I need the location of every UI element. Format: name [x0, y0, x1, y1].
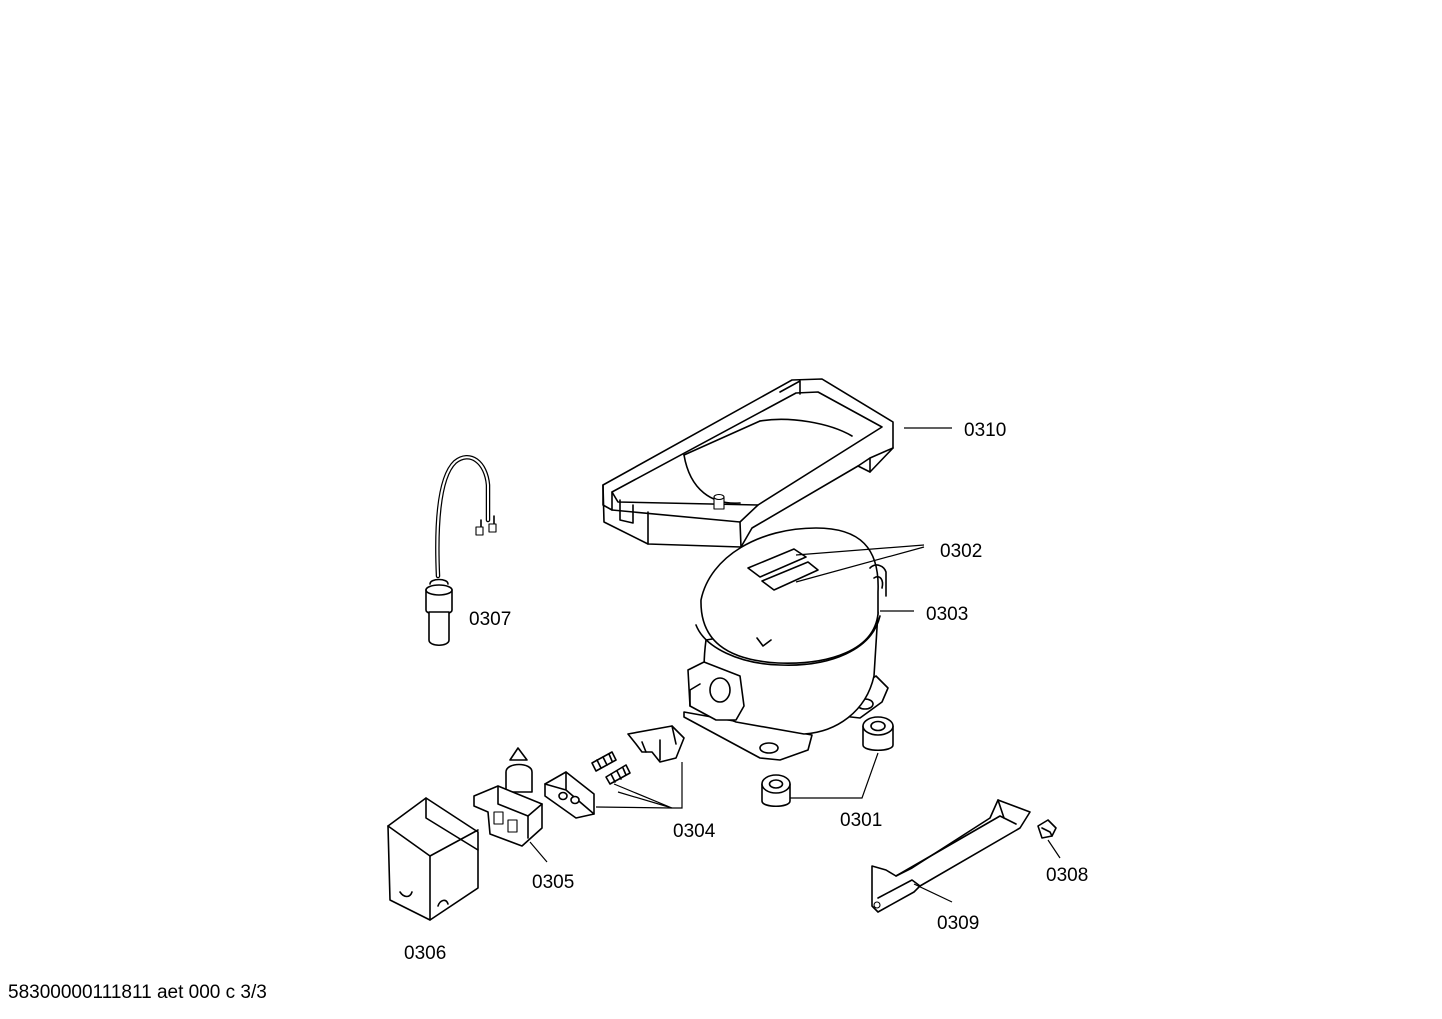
callout-0309[interactable]: 0309: [937, 913, 980, 934]
leader-0309: [913, 883, 953, 903]
part-0304-fixing-set[interactable]: [544, 725, 685, 819]
leader-0301: [790, 752, 879, 799]
leader-0304-b: [672, 762, 683, 809]
callout-0305[interactable]: 0305: [532, 872, 575, 893]
callout-0310[interactable]: 0310: [964, 420, 1007, 441]
callout-0303[interactable]: 0303: [926, 604, 969, 625]
leader-0302-b: [795, 546, 925, 583]
leader-0302-a: [795, 544, 925, 556]
leader-0304-c: [595, 806, 673, 809]
leader-0305: [529, 841, 548, 863]
callout-0307[interactable]: 0307: [469, 609, 512, 630]
callout-0301[interactable]: 0301: [840, 810, 883, 831]
document-footer-id: 58300000111811 aet 000 c 3/3: [8, 982, 267, 1003]
callout-0302[interactable]: 0302: [940, 541, 983, 562]
callout-0304[interactable]: 0304: [673, 821, 716, 842]
part-0307-thermostat-probe[interactable]: [425, 455, 497, 647]
part-0301-grommets[interactable]: [761, 716, 894, 808]
part-0309-bracket[interactable]: [871, 799, 1031, 913]
leader-lines: [529, 427, 1061, 903]
callout-0308[interactable]: 0308: [1046, 865, 1089, 886]
leader-0308: [1047, 839, 1061, 859]
leader-0304-a: [613, 783, 673, 809]
part-0305-starter-relay[interactable]: [473, 747, 543, 847]
part-0303-compressor[interactable]: [683, 527, 889, 761]
part-0310-tray[interactable]: [602, 378, 894, 548]
callout-0306[interactable]: 0306: [404, 943, 447, 964]
part-0306-relay-cover[interactable]: [387, 797, 479, 921]
part-0308-clip[interactable]: [1037, 819, 1057, 839]
